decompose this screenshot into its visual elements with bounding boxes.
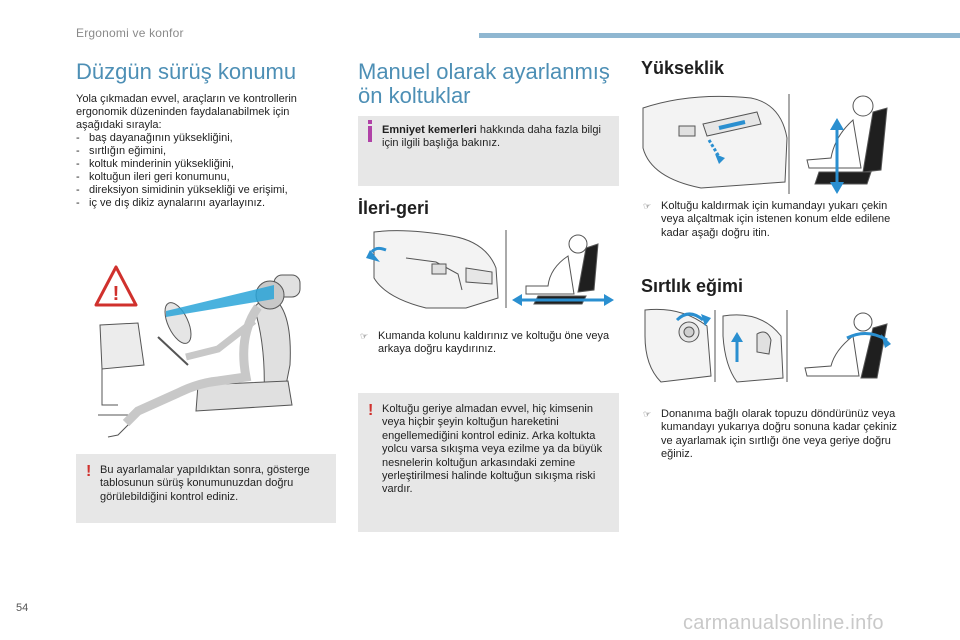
list-item: koltuğun ileri geri konumunu, <box>76 171 336 184</box>
title-line-1: Manuel olarak ayarlanmış <box>358 59 610 84</box>
list-item: koltuk minderinin yüksekliğini, <box>76 158 336 171</box>
section-main-title: Manuel olarak ayarlanmış ön koltuklar <box>358 60 628 108</box>
title-line-2: ön koltuklar <box>358 83 471 108</box>
info-icon <box>368 120 372 142</box>
watermark: carmanualsonline.info <box>683 612 884 634</box>
backrest-tilt-title: Sırtlık eğimi <box>641 276 744 296</box>
list-item: iç ve dış dikiz aynalarını ayarlayınız. <box>76 197 336 210</box>
svg-text:!: ! <box>113 283 120 305</box>
list-item: direksiyon simidinin yüksekliği ve erişi… <box>76 184 336 197</box>
page-title: Düzgün sürüş konumu <box>76 59 297 84</box>
list-item: baş dayanağının yüksekliğini, <box>76 132 336 145</box>
driving-position-illustration: ! <box>94 265 301 438</box>
info-bold: Emniyet kemerleri <box>382 124 477 136</box>
height-instruction: ☞ Koltuğu kaldırmak için kumandayı yukar… <box>643 200 901 240</box>
info-rest: hakkında daha fazla bilgi için ilgili ba… <box>382 124 601 150</box>
adjustment-list: baş dayanağının yüksekliğini, sırtlığın … <box>76 132 336 210</box>
backrest-illustration <box>644 308 891 383</box>
height-title: Yükseklik <box>641 58 725 78</box>
forward-back-title: İleri-geri <box>358 198 430 218</box>
header-bar <box>479 33 960 38</box>
intro-text: Yola çıkmadan evvel, araçların ve kontro… <box>76 93 336 210</box>
instruction-text: Koltuğu kaldırmak için kumandayı yukarı … <box>661 200 891 239</box>
warning-text: Koltuğu geriye almadan evvel, hiç kimsen… <box>382 403 603 496</box>
forward-back-illustration <box>366 230 614 309</box>
intro-paragraph: Yola çıkmadan evvel, araçların ve kontro… <box>76 93 297 131</box>
section-header: Ergonomi ve konfor <box>76 26 184 40</box>
page-number: 54 <box>16 602 29 614</box>
warning-box: ! Koltuğu geriye almadan evvel, hiç kims… <box>358 393 619 532</box>
list-item: sırtlığın eğimini, <box>76 145 336 158</box>
warning-text: Bu ayarlamalar yapıldıktan sonra, göster… <box>100 464 310 503</box>
info-text: Emniyet kemerleri hakkında daha fazla bi… <box>382 124 609 151</box>
arrow-bullet-icon: ☞ <box>643 409 652 419</box>
warning-box: ! Bu ayarlamalar yapıldıktan sonra, göst… <box>76 454 336 523</box>
instruction-text: Donanıma bağlı olarak topuzu döndürünüz … <box>661 408 898 461</box>
height-illustration <box>642 94 888 194</box>
backrest-instruction: ☞ Donanıma bağlı olarak topuzu döndürünü… <box>643 408 901 462</box>
forward-back-instruction: ☞ Kumanda kolunu kaldırınız ve koltuğu ö… <box>360 330 618 357</box>
arrow-bullet-icon: ☞ <box>643 201 652 211</box>
exclamation-icon: ! <box>86 463 92 480</box>
arrow-bullet-icon: ☞ <box>360 331 369 341</box>
exclamation-icon: ! <box>368 402 374 419</box>
info-box: Emniyet kemerleri hakkında daha fazla bi… <box>358 116 619 186</box>
instruction-text: Kumanda kolunu kaldırınız ve koltuğu öne… <box>378 330 610 356</box>
